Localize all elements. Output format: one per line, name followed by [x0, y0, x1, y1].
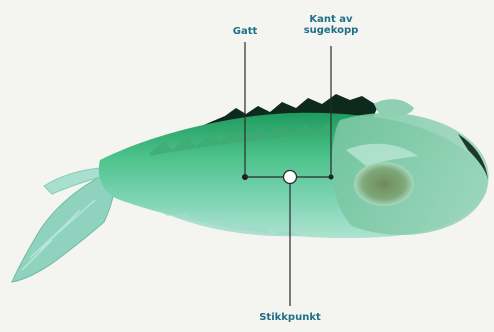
suction-cup [354, 162, 414, 206]
suction-edge-label-line2: sugekopp [296, 25, 366, 36]
stikkpunkt-marker [284, 171, 297, 184]
suction-edge-label-line1: Kant av [296, 14, 366, 25]
suction-edge-label: Kant av sugekopp [296, 14, 366, 36]
gatt-label: Gatt [225, 26, 265, 37]
stikkpunkt-label: Stikkpunkt [250, 312, 330, 323]
fish-head-bump [374, 99, 414, 117]
